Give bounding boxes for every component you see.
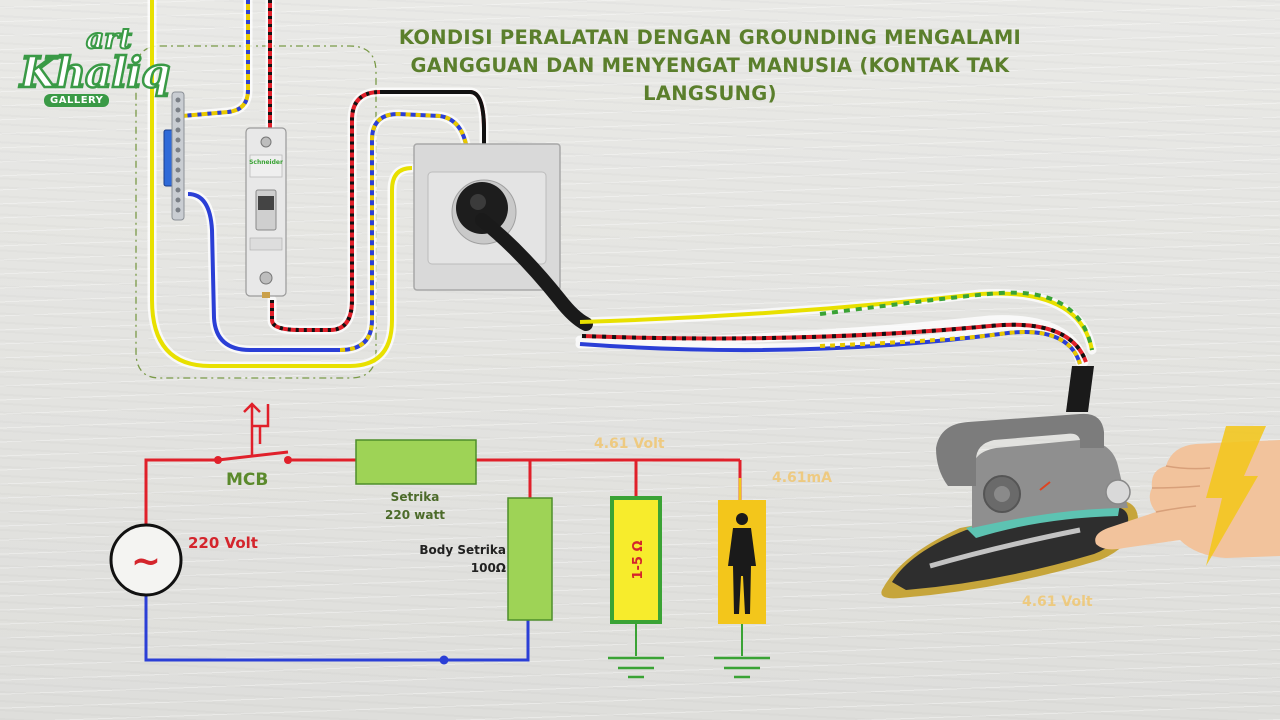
brand-logo: art Khaliq GALLERY: [16, 21, 172, 122]
current-reading: 4.61mA: [772, 470, 832, 486]
source-voltage-label: 220 Volt: [188, 534, 258, 552]
switch-icon: [214, 402, 292, 464]
sine-source-icon: ~: [109, 523, 183, 597]
setrika-power-label: 220 watt: [385, 508, 445, 522]
panel-outline: [135, 45, 377, 379]
setrika-label: Setrika: [390, 490, 440, 504]
ground-icon: [608, 656, 664, 679]
wiring-diagram: Schneider: [135, 0, 1097, 379]
title-line-3: LANGSUNG): [643, 82, 777, 105]
title-line-1: KONDISI PERALATAN DENGAN GROUNDING MENGA…: [398, 26, 1022, 49]
body-label: Body Setrika: [419, 543, 506, 557]
person-silhouette-icon: [728, 513, 756, 614]
lightning-icon: [1206, 426, 1266, 566]
body-resistance-label: 100Ω: [470, 561, 506, 575]
breaker-icon: Schneider: [245, 127, 287, 298]
voltage-reading-1: 4.61 Volt: [594, 436, 665, 452]
mcb-label: MCB: [226, 470, 269, 490]
source-symbol: ~: [131, 541, 161, 582]
ground-icon: [714, 656, 770, 679]
logo-art: art: [85, 21, 133, 56]
setrika-label-group: Setrika 220 watt: [360, 488, 470, 524]
ground-terminal-bar: [163, 91, 185, 221]
iron-icon: [881, 366, 1138, 599]
ground-resistance-label: 1-5 Ω: [631, 540, 646, 579]
schematic: ~ 1-5 Ω: [109, 402, 770, 679]
logo-gallery: GALLERY: [44, 94, 110, 107]
iron-ground-wire: [579, 291, 1094, 351]
body-resistor: [507, 497, 553, 621]
breaker-brand: Schneider: [249, 159, 283, 166]
title-line-2: GANGGUAN DAN MENYENGAT MANUSIA (KONTAK T…: [410, 54, 1010, 77]
neutral-line: [144, 592, 530, 662]
voltage-reading-2: 4.61 Volt: [1022, 594, 1093, 610]
power-cord: [475, 213, 593, 331]
page-title: KONDISI PERALATAN DENGAN GROUNDING MENGA…: [340, 24, 1080, 108]
logo-name: Khaliq: [19, 47, 172, 99]
body-label-group: Body Setrika 100Ω: [412, 541, 506, 577]
ground-wire: [150, 0, 413, 368]
setrika-resistor: [355, 439, 477, 485]
neutral-feed-wire: [181, 0, 250, 118]
